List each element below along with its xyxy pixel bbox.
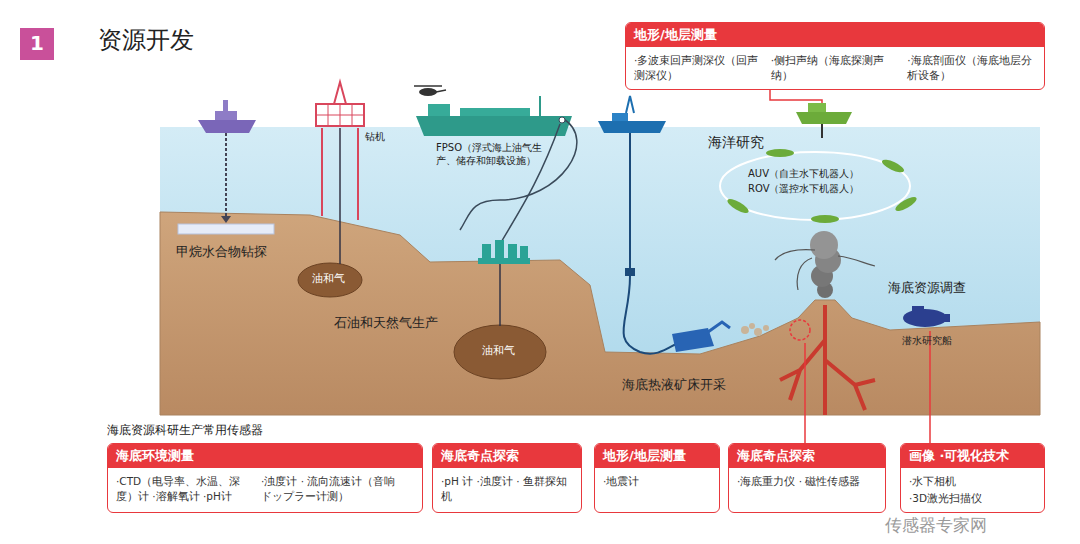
part-label: 海洋研究: [708, 133, 764, 151]
oil-rig: [316, 82, 364, 264]
helicopter: [414, 86, 446, 96]
reservoir-label: 油和气: [482, 344, 515, 358]
index-number: 1: [30, 30, 44, 56]
sensor-item: ·侧扫声纳（海底探测声纳）: [771, 53, 900, 83]
sensor-item: ·多波束回声测深仪（回声测深仪）: [634, 53, 763, 83]
box-body: ·pH 计 ·浊度计 · 鱼群探知机: [433, 468, 581, 510]
mining-ship: [598, 96, 769, 354]
box-body: ·CTD（电导率、水温、深度）计 ·溶解氧计 ·pH计 ·浊度计 · 流向流速计（…: [108, 468, 422, 510]
fpso-ship: [416, 96, 577, 244]
sensor-item: ·pH 计 ·浊度计 · 鱼群探知机: [441, 474, 573, 504]
drill-ship-left: [178, 100, 274, 234]
box-heading: 地形/地层测量: [626, 23, 1044, 47]
part-label: FPSO（浮式海上油气生产、储存和卸载设施）: [436, 141, 561, 167]
index-square: [20, 28, 54, 60]
research-ship: [796, 103, 852, 138]
box-heading: 海底环境测量: [108, 444, 422, 468]
box-body: ·多波束回声测深仪（回声测深仪） ·侧扫声纳（海底探测声纳）·海底剖面仪（海底地层…: [626, 47, 1044, 89]
sensor-box: 海底环境测量 ·CTD（电导率、水温、深度）计 ·溶解氧计 ·pH计 ·浊度计 · …: [107, 443, 423, 513]
box-heading: 海底奇点探索: [729, 444, 885, 468]
part-label: 钻机: [365, 130, 385, 143]
part-label: 潜水研究船: [902, 334, 952, 347]
seabed: [160, 212, 1040, 415]
sensor-item: ·浊度计 · 流向流速计（音响ドップラー计测）: [261, 474, 398, 504]
box-body: ·水下相机 ·3D激光扫描仪: [901, 468, 1044, 512]
sensor-item: ·地震计: [603, 474, 711, 489]
sensor-item: ·CTD（电导率、水温、深度）计 ·溶解氧计 ·pH计: [116, 474, 253, 504]
box-heading: 海底奇点探索: [433, 444, 581, 468]
sensor-box: 地形/地层测量 ·地震计: [594, 443, 720, 513]
reservoir-label: 油和气: [312, 272, 345, 286]
box-body: ·海底重力仪 · 磁性传感器: [729, 468, 885, 495]
sensor-item: ·水下相机: [909, 474, 1036, 489]
part-label: 甲烷水合物钻探: [176, 244, 267, 261]
box-body: ·地震计: [595, 468, 719, 495]
section-note: 海底资源科研生产常用传感器: [107, 423, 263, 439]
sensor-item: ·3D激光扫描仪: [909, 491, 1036, 506]
sensor-box: 地形/地层测量 ·多波束回声测深仪（回声测深仪） ·侧扫声纳（海底探测声纳）·海底剖…: [625, 22, 1045, 90]
sea: [160, 127, 1040, 415]
sensor-item: ·海底重力仪 · 磁性传感器: [737, 474, 877, 489]
box-heading: 地形/地层测量: [595, 444, 719, 468]
part-label: ROV（遥控水下机器人）: [748, 182, 859, 195]
watermark: 传感器专家网: [885, 514, 987, 536]
sensor-box: 画像 ·可视化技术 ·水下相机 ·3D激光扫描仪: [900, 443, 1045, 513]
part-label: 海底热液矿床开采: [622, 377, 726, 394]
sensor-box: 海底奇点探索 ·海底重力仪 · 磁性传感器: [728, 443, 886, 513]
oil-gas-reservoir: [454, 325, 546, 379]
sensor-item: ·海底剖面仪（海底地层分析设备）: [907, 53, 1036, 83]
leader-lines: [770, 80, 930, 450]
research-submarine: [903, 306, 950, 327]
sensor-box: 海底奇点探索 ·pH 计 ·浊度计 · 鱼群探知机: [432, 443, 582, 513]
subsea-manifold: [478, 240, 530, 326]
auv-orbit: [720, 152, 910, 220]
part-label: 海底资源调查: [888, 280, 966, 297]
auv-vehicles: [726, 149, 919, 223]
box-heading: 画像 ·可视化技术: [901, 444, 1044, 468]
oil-gas-reservoir: [298, 263, 362, 297]
part-label: AUV（自主水下机器人）: [748, 167, 859, 180]
page-title: 资源开发: [98, 26, 194, 55]
part-label: 石油和天然气生产: [334, 315, 438, 332]
hydrothermal-vent: [775, 231, 875, 415]
